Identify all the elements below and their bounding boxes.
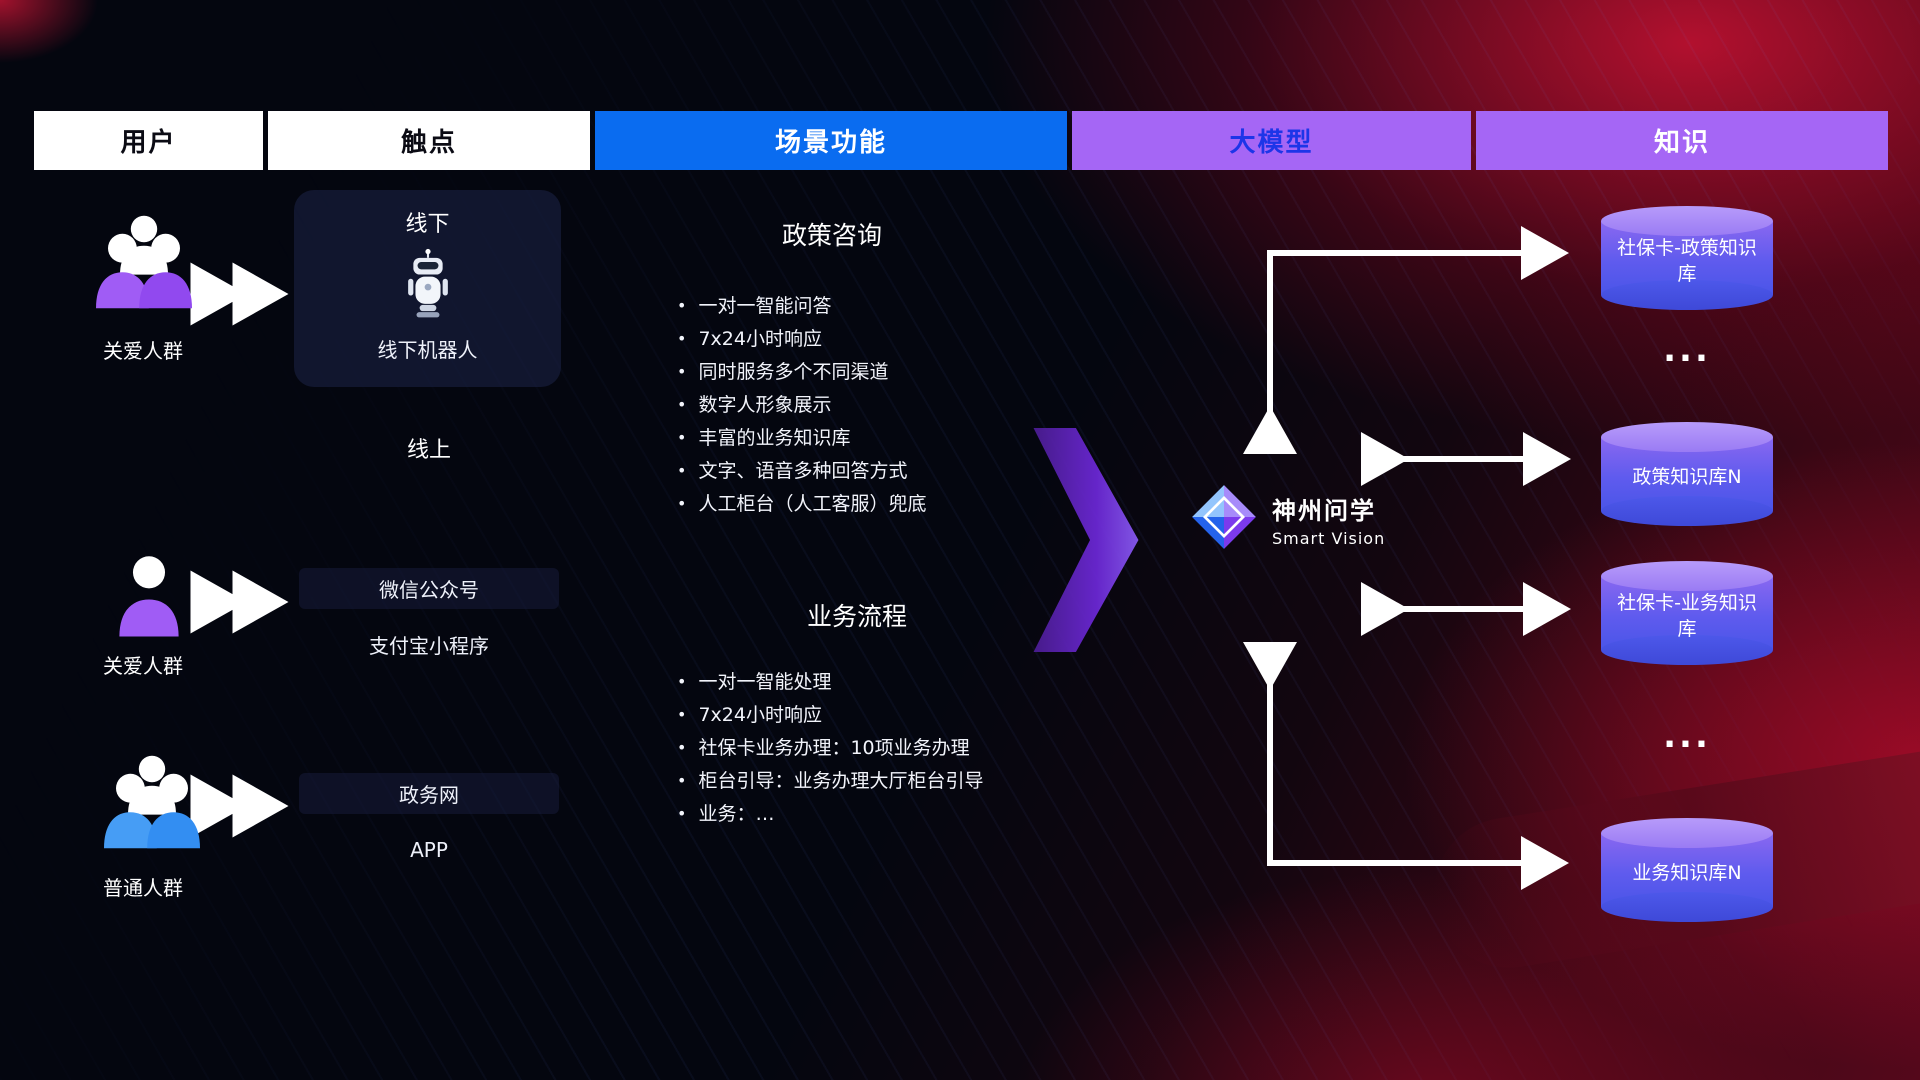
- policy-consult-list: 一对一智能问答 7x24小时响应 同时服务多个不同渠道 数字人形象展示 丰富的业…: [677, 290, 926, 521]
- header-touchpoints-label: 触点: [400, 128, 457, 158]
- diamond-gem-logo-icon: [1190, 483, 1258, 555]
- user-group-2-label: 关爱人群: [103, 654, 183, 678]
- policy-item: 丰富的业务知识库: [677, 422, 926, 455]
- group-people-blue-icon: [92, 752, 212, 862]
- policy-item: 文字、语音多种回答方式: [677, 455, 926, 488]
- channel-wechat: 微信公众号: [299, 568, 559, 609]
- policy-item: 一对一智能问答: [677, 290, 926, 323]
- user-group-3-label: 普通人群: [103, 876, 183, 900]
- policy-item: 7x24小时响应: [677, 323, 926, 356]
- header-scenarios: 场景功能: [595, 111, 1067, 170]
- knowledge-ellipsis-1: ...: [1663, 330, 1711, 370]
- model-name: 神州问学: [1272, 496, 1376, 525]
- knowledge-db-social-business: 社保卡-业务知识库: [1601, 561, 1773, 665]
- model-logo-block: 神州问学 Smart Vision: [1190, 483, 1385, 555]
- arrow-model-social-policy-db: [1243, 226, 1569, 454]
- policy-item: 同时服务多个不同渠道: [677, 356, 926, 389]
- business-process-title: 业务流程: [806, 602, 907, 631]
- online-label: 线上: [406, 438, 451, 463]
- channel-gov-web: 政务网: [299, 773, 559, 814]
- knowledge-ellipsis-2: ...: [1663, 716, 1711, 756]
- policy-item: 数字人形象展示: [677, 389, 926, 422]
- header-knowledge-label: 知识: [1653, 128, 1710, 158]
- business-item: 7x24小时响应: [677, 699, 983, 732]
- business-item: 柜台引导：业务办理大厅柜台引导: [677, 765, 983, 798]
- knowledge-db-label: 社保卡-政策知识库: [1617, 237, 1757, 285]
- header-large-model: 大模型: [1072, 111, 1471, 170]
- channel-app: APP: [410, 838, 448, 862]
- knowledge-db-label: 社保卡-业务知识库: [1617, 592, 1757, 640]
- policy-item: 人工柜台（人工客服）兜底: [677, 488, 926, 521]
- policy-consult-title: 政策咨询: [781, 221, 882, 250]
- header-large-model-label: 大模型: [1229, 128, 1314, 158]
- header-touchpoints: 触点: [268, 111, 590, 170]
- business-item: 业务：…: [677, 798, 983, 831]
- knowledge-db-label: 政策知识库N: [1632, 466, 1742, 488]
- knowledge-db-social-policy: 社保卡-政策知识库: [1601, 206, 1773, 310]
- header-scenarios-label: 场景功能: [774, 128, 887, 158]
- offline-touchpoint-card: 线下 线下机器人: [294, 190, 561, 387]
- header-knowledge: 知识: [1476, 111, 1888, 170]
- robot-icon: [405, 248, 451, 326]
- offline-card-title: 线下: [405, 212, 450, 237]
- model-text: 神州问学 Smart Vision: [1272, 491, 1385, 548]
- header-users-label: 用户: [120, 128, 177, 158]
- header-users: 用户: [34, 111, 263, 170]
- single-person-purple-icon: [112, 552, 186, 646]
- user-group-1-label: 关爱人群: [103, 339, 183, 363]
- flow-chevron-arrow: [1033, 428, 1139, 656]
- knowledge-db-business-n: 业务知识库N: [1601, 818, 1773, 922]
- business-process-list: 一对一智能处理 7x24小时响应 社保卡业务办理：10项业务办理 柜台引导：业务…: [677, 666, 983, 831]
- knowledge-db-policy-n: 政策知识库N: [1601, 422, 1773, 526]
- model-subtitle: Smart Vision: [1272, 528, 1386, 548]
- knowledge-db-label: 业务知识库N: [1632, 862, 1742, 884]
- channel-alipay-miniprogram: 支付宝小程序: [369, 634, 489, 658]
- business-item: 社保卡业务办理：10项业务办理: [677, 732, 983, 765]
- business-item: 一对一智能处理: [677, 666, 983, 699]
- offline-robot-label: 线下机器人: [377, 338, 478, 362]
- group-people-purple-icon: [84, 212, 204, 322]
